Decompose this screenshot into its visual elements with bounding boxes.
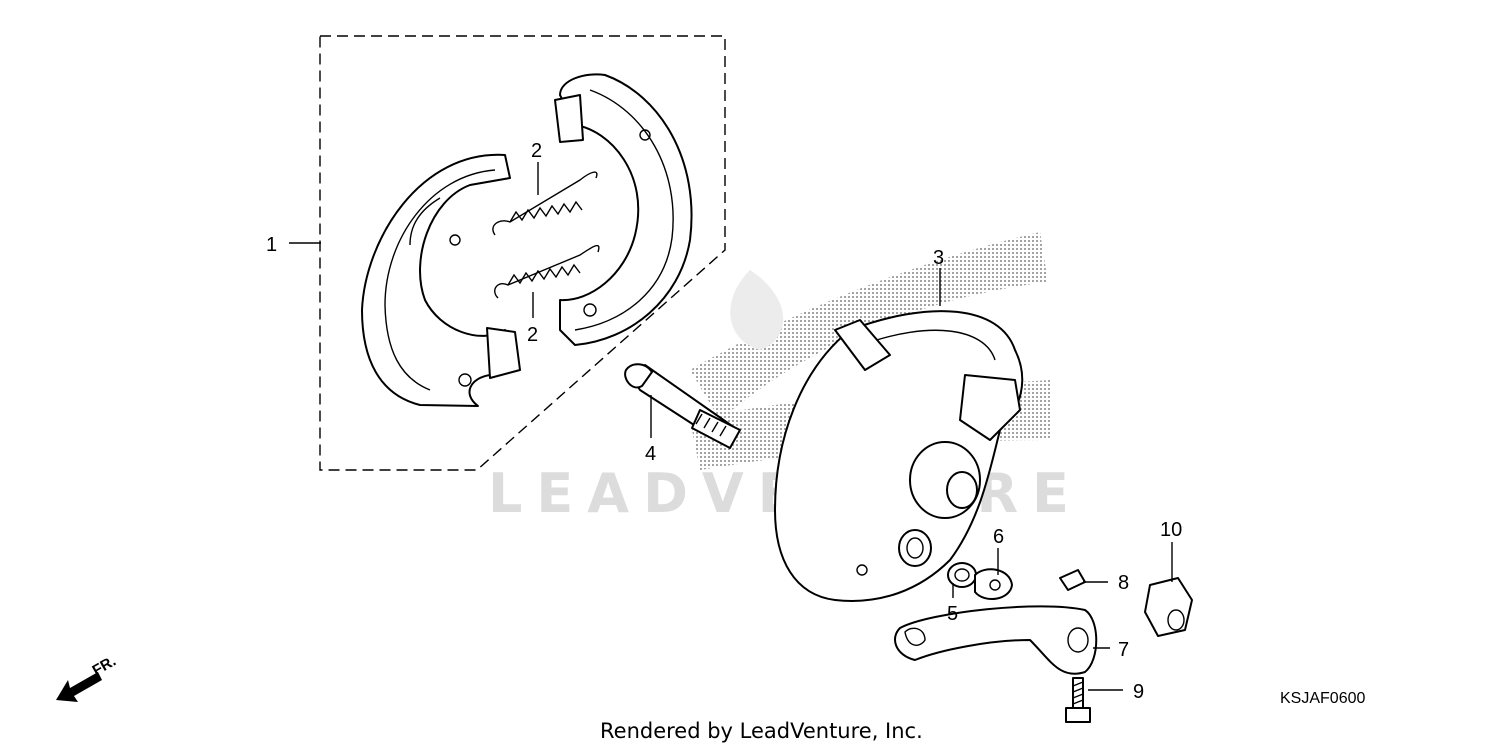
clip-8 (1059, 569, 1086, 591)
brake-cam (624, 363, 741, 449)
bolt-9 (1065, 677, 1091, 723)
callout-5: 5 (947, 603, 958, 625)
brake-shoe-left (361, 153, 521, 407)
diagram-code: KSJAF0600 (1280, 690, 1365, 707)
wear-indicator-6 (974, 568, 1013, 601)
callout-2-lower: 2 (527, 324, 538, 346)
callout-1: 1 (266, 234, 277, 256)
callout-4: 4 (645, 443, 656, 465)
callout-6: 6 (993, 526, 1004, 548)
callout-2-upper: 2 (531, 140, 542, 162)
spring-upper (492, 171, 598, 236)
callout-7: 7 (1118, 639, 1129, 661)
brake-shoe-right (554, 73, 693, 346)
front-arrow-icon: FR. (56, 653, 119, 702)
shoe-set-frame (319, 35, 726, 471)
callout-3: 3 (933, 247, 944, 269)
callout-8: 8 (1118, 572, 1129, 594)
footer-credit: Rendered by LeadVenture, Inc. (600, 719, 923, 743)
washer-5 (947, 562, 977, 588)
callout-10: 10 (1160, 519, 1182, 541)
arm-7 (894, 605, 1098, 675)
spring-lower (494, 244, 600, 299)
callout-9: 9 (1133, 681, 1144, 703)
nut-10 (1144, 577, 1193, 637)
brake-panel (774, 310, 1024, 602)
